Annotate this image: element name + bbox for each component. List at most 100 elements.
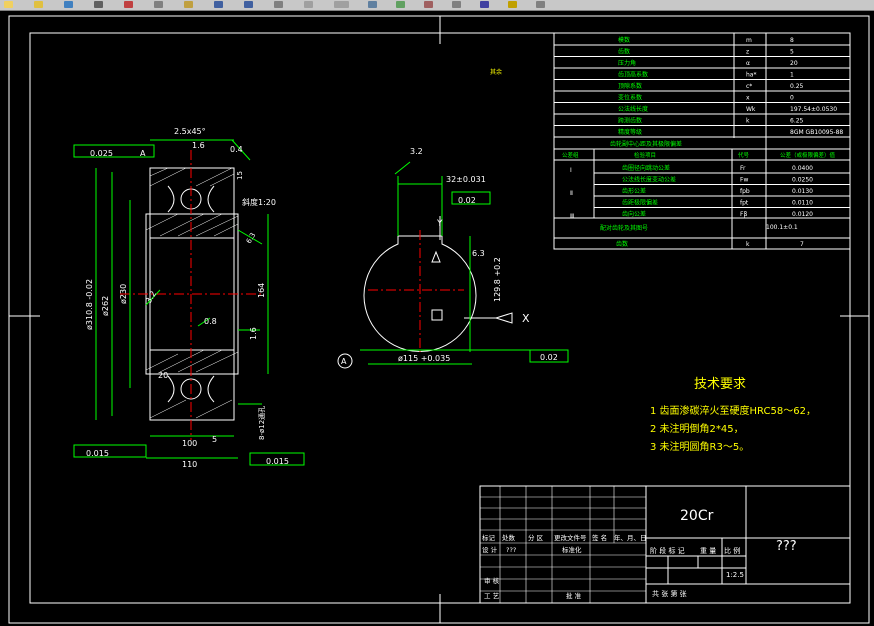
pan-icon[interactable] (274, 1, 283, 8)
param-name: 公法线长度 (618, 105, 648, 113)
parameter-table (553, 32, 851, 250)
dim-0-4: 0.4 (230, 145, 243, 154)
param-name: 跨测齿数 (618, 117, 642, 125)
param-symbol: Wk (746, 106, 756, 113)
gear-section-view (95, 139, 269, 459)
properties-icon[interactable] (368, 1, 377, 8)
layer-icon[interactable] (508, 1, 517, 8)
tol-code: Fβ (740, 211, 747, 218)
roughness-6-3: 6.3 (245, 231, 257, 245)
toolbar (0, 0, 874, 11)
tol-item: 齿圈径向跳动公差 (622, 164, 670, 172)
param-value: 8 (790, 37, 794, 44)
dim-129: 129.8 +0.2 (493, 257, 502, 302)
copy-icon[interactable] (154, 1, 163, 8)
keyway-view (360, 161, 530, 365)
zoom-icon[interactable] (304, 1, 313, 8)
help-icon[interactable] (480, 1, 489, 8)
paste-icon[interactable] (184, 1, 193, 8)
tb-header: 处数 (502, 533, 516, 542)
param-name: 齿数 (618, 48, 630, 56)
outer-frame (8, 15, 870, 624)
dim-phi230: ø230 (119, 284, 128, 304)
tol-value: 0.0400 (792, 165, 813, 172)
param-name: 压力角 (618, 59, 636, 67)
redo-icon[interactable] (244, 1, 253, 8)
tb-header: 更改文件号 (554, 533, 587, 542)
param-value: 20 (790, 60, 798, 67)
dim-164: 164 (257, 283, 266, 298)
param-symbol: m (746, 37, 752, 44)
design-label: 设 计 (482, 545, 498, 554)
title-block (479, 485, 851, 604)
param-symbol: k (746, 118, 750, 125)
roughness-1-6: 1.6 (249, 327, 258, 340)
param-symbol: ha* (746, 72, 756, 79)
craft-label: 工 艺 (484, 592, 500, 600)
scale-label: 比 例 (724, 546, 740, 555)
tb-header: 签 名 (592, 533, 607, 542)
tol-group: Ⅲ (570, 213, 574, 220)
dim-100: 100 (182, 439, 197, 448)
tolerance-frame (73, 444, 147, 458)
tolerance-frame (529, 349, 569, 363)
roughness-3-2b: 3.2 (410, 147, 423, 156)
tol-code: Fw (740, 177, 748, 184)
tol-item: 齿向公差 (622, 210, 646, 218)
calculator-icon[interactable] (452, 1, 461, 8)
tol-code: Fr (740, 165, 746, 172)
scale-value: 1:2.5 (726, 571, 744, 579)
param-value: 1 (790, 72, 794, 79)
tol-item: 公法线长度变动公差 (622, 176, 676, 184)
param-value: 0 (790, 95, 794, 102)
tol-value: 0.0130 (792, 188, 813, 195)
zoom-window-icon[interactable] (334, 1, 343, 8)
datum-a-1: A (140, 149, 146, 158)
datum-a-2: A (341, 357, 347, 366)
tol-header: 公差组 (562, 151, 579, 159)
tolerance-frame (249, 452, 305, 466)
teeth-label: 齿数 (616, 240, 628, 248)
view-y: Y (436, 219, 443, 229)
tol-code: fpt (740, 200, 749, 207)
zoom-previous-icon[interactable] (340, 1, 349, 8)
teeth-value: 7 (800, 241, 804, 248)
undo-icon[interactable] (214, 1, 223, 8)
param-value: 8GM GB10095-88 (790, 129, 843, 136)
tool-palettes-icon[interactable] (424, 1, 433, 8)
other-note: 其余 (490, 68, 502, 76)
param-value: 6.25 (790, 118, 804, 125)
holes-note: 8-ø12通孔 (257, 406, 266, 440)
dim-5: 5 (212, 435, 217, 444)
param-name: 齿顶高系数 (618, 71, 648, 79)
roughness-0-8: 0.8 (204, 317, 217, 326)
param-name: 变位系数 (618, 94, 642, 102)
param-name: 顶隙系数 (618, 82, 642, 90)
pair-value: 100.1±0.1 (766, 224, 798, 231)
tech-item: 1 齿面渗碳淬火至硬度HRC58～62， (650, 404, 816, 417)
teeth-symbol: k (746, 241, 750, 248)
tol-group: Ⅱ (570, 190, 573, 197)
save-icon[interactable] (64, 1, 73, 8)
approve-label: 批 准 (566, 591, 582, 600)
param-value: 5 (790, 49, 794, 56)
cut-icon[interactable] (124, 1, 133, 8)
pair-label: 配对齿轮及其图号 (600, 224, 648, 232)
tol-item: 齿距极限偏差 (622, 199, 658, 207)
tech-title: 技术要求 (694, 377, 746, 392)
tol-item: 齿形公差 (622, 187, 646, 195)
tol-box-4: 0.02 (458, 196, 476, 205)
design-center-icon[interactable] (396, 1, 405, 8)
layer-previous-icon[interactable] (536, 1, 545, 8)
inner-frame (29, 32, 851, 604)
material: 20Cr (680, 508, 714, 524)
param-symbol: α (746, 60, 750, 67)
tol-group: Ⅰ (570, 167, 572, 174)
tb-header: 标记 (482, 533, 496, 542)
print-icon[interactable] (94, 1, 103, 8)
new-icon[interactable] (4, 1, 13, 8)
open-icon[interactable] (34, 1, 43, 8)
slope-note: 斜度1:20 (242, 197, 276, 207)
